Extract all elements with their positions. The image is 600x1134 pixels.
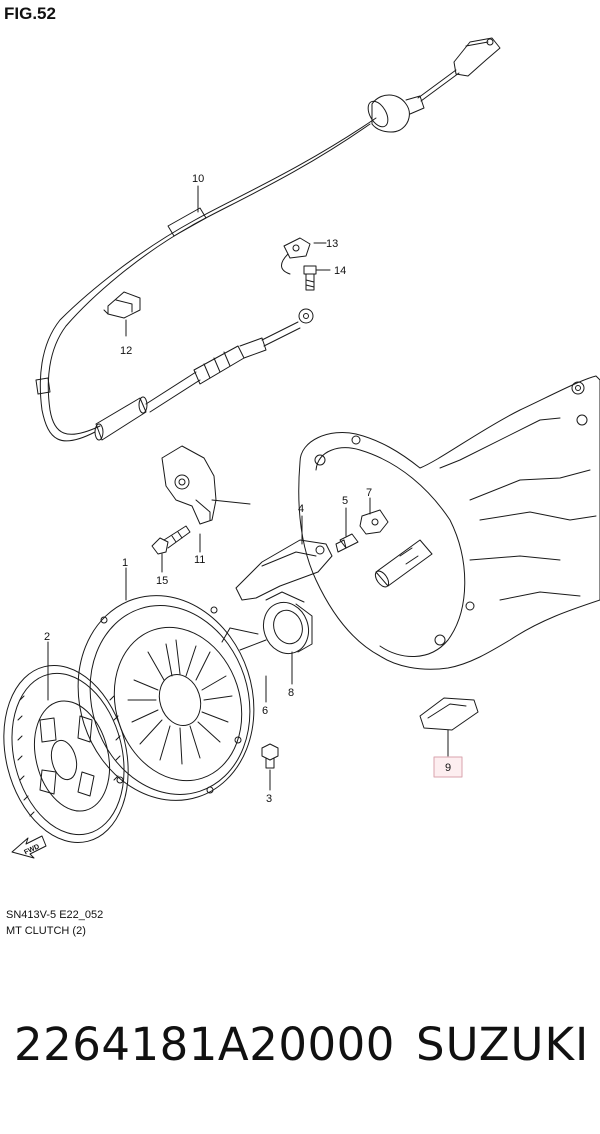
figure-code: SN413V-5 E22_052 (6, 909, 104, 921)
callout-1: 1 (122, 557, 128, 569)
cable-bracket (281, 237, 311, 275)
cover-bolt (261, 743, 279, 769)
callout-15: 15 (156, 575, 168, 587)
product-footer: 2264181A20000 SUZUKI (0, 1018, 600, 1088)
fwd-arrow: FWD (11, 835, 47, 859)
release-fork (235, 539, 333, 601)
brand-name: SUZUKI (416, 1018, 590, 1071)
clutch-disc (3, 664, 129, 844)
callout-10: 10 (192, 173, 204, 185)
callout-6: 6 (262, 705, 268, 717)
figure-title: FIG.52 (4, 4, 56, 23)
callout-labels: 10 12 13 14 11 15 4 5 7 8 6 3 1 2 9 (44, 173, 463, 805)
part-number: 2264181A20000 (14, 1018, 395, 1071)
callout-7: 7 (366, 487, 372, 499)
pressure-plate (77, 595, 255, 801)
release-bearing (262, 591, 313, 655)
exploded-parts-diagram: FWD 10 12 13 14 11 15 4 5 7 8 6 3 1 2 9 (3, 37, 600, 859)
callout-3: 3 (266, 793, 272, 805)
callout-8: 8 (288, 687, 294, 699)
callout-11: 11 (194, 554, 205, 566)
callout-9-highlight (433, 756, 463, 778)
callout-2: 2 (44, 631, 50, 643)
figure-caption: MT CLUTCH (2) (6, 925, 86, 937)
pivot-stud (335, 533, 359, 553)
cable-clip (103, 291, 141, 319)
pilot-bracket (221, 627, 267, 651)
callout-13: 13 (326, 238, 338, 250)
bracket-bolt (303, 265, 317, 291)
transmission-case (298, 375, 600, 670)
case-bracket (419, 697, 479, 731)
callout-4: 4 (298, 503, 304, 515)
callout-14: 14 (334, 265, 346, 277)
leader-lines (47, 185, 449, 791)
clutch-cable (35, 37, 501, 442)
callout-5: 5 (342, 495, 348, 507)
fork-clip (359, 509, 389, 535)
callout-12: 12 (120, 345, 132, 357)
fork-bracket (161, 445, 251, 525)
callout-9: 9 (445, 762, 451, 774)
bracket-bolt-15 (151, 525, 191, 555)
